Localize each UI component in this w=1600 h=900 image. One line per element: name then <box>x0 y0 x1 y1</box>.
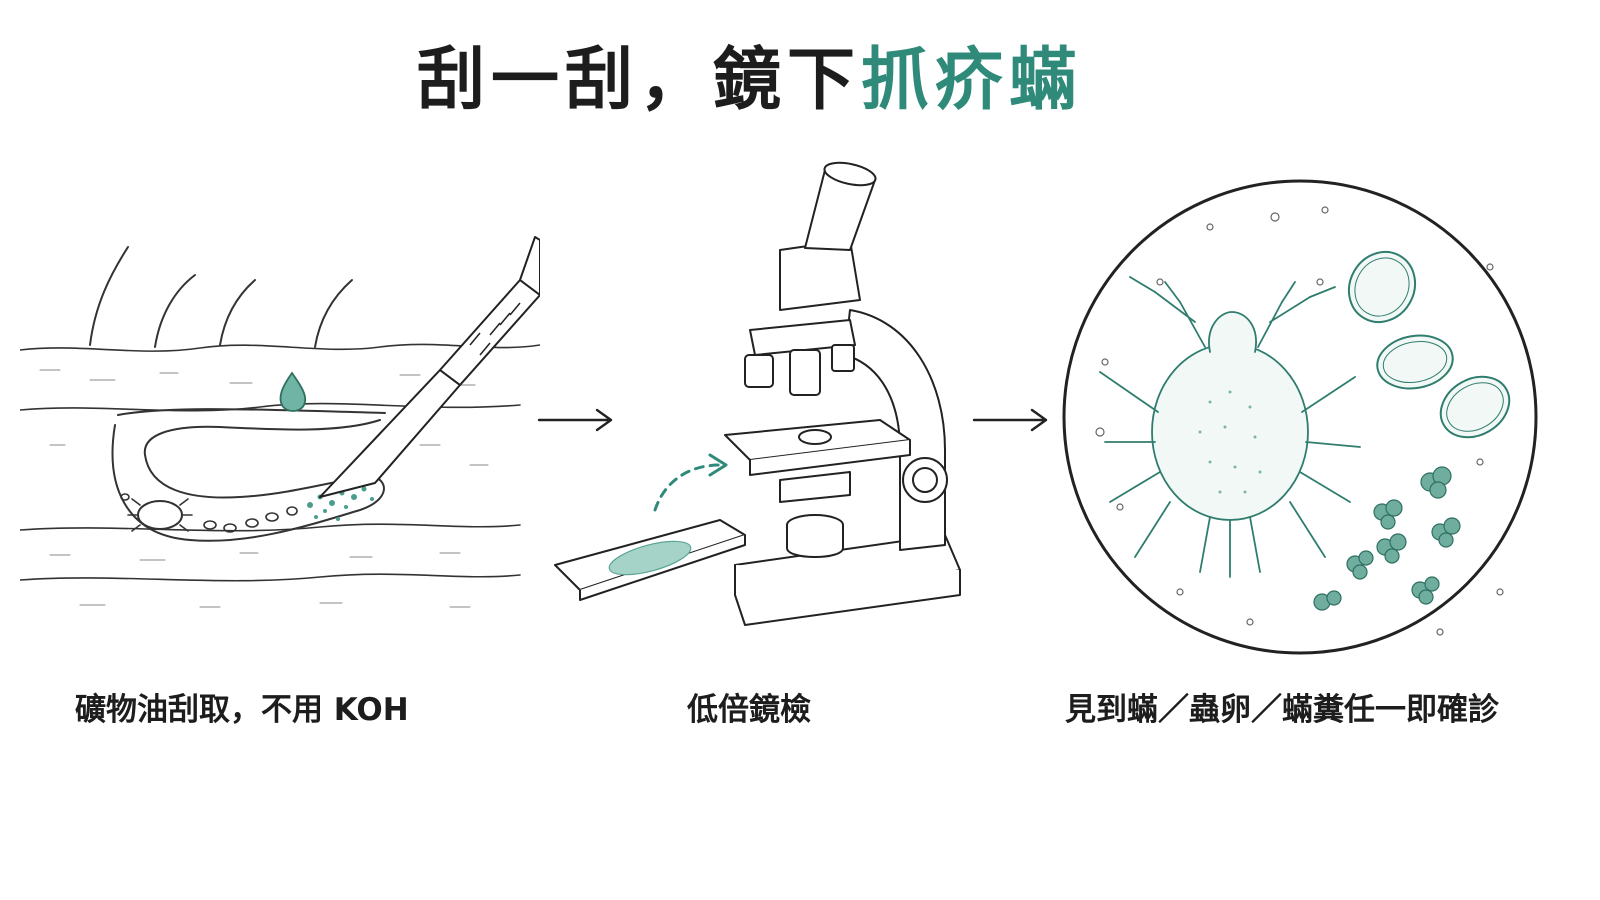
skin-surface-line <box>20 343 540 352</box>
hair-strand <box>89 246 129 346</box>
egg <box>286 506 298 516</box>
microscope-view-illustration <box>1062 179 1538 655</box>
egg <box>265 512 279 522</box>
mite-icon <box>1099 276 1361 578</box>
egg-icon <box>1347 250 1511 439</box>
microscope-illustration <box>554 161 961 626</box>
page-title: 刮一刮，鏡下抓疥蟎 <box>0 36 1500 126</box>
scalpel-icon <box>319 236 540 498</box>
egg <box>223 523 237 533</box>
objective-lens <box>831 344 855 372</box>
dashed-transfer-arrow <box>653 453 728 512</box>
arrow-right-icon <box>537 408 613 432</box>
objective-lens <box>744 354 774 388</box>
step-2-caption: 低倍鏡檢 <box>687 692 811 728</box>
step-1-caption: 礦物油刮取，不用 KOH <box>75 692 409 728</box>
mite-texture <box>1198 390 1262 494</box>
egg <box>203 520 217 530</box>
hair-strand <box>219 279 256 346</box>
step-3-caption: 見到蟎／蟲卵／蟎糞任一即確診 <box>1065 692 1499 728</box>
title-accent: 抓疥蟎 <box>861 41 1084 120</box>
objective-lens <box>789 349 821 396</box>
title-prefix: 刮一刮，鏡下 <box>416 41 861 120</box>
hair-strand <box>154 274 196 348</box>
egg <box>245 518 259 528</box>
oil-drop-icon <box>279 371 307 412</box>
eyepiece-icon <box>823 161 877 187</box>
egg <box>120 493 130 501</box>
burrow-tunnel <box>111 419 385 542</box>
arrow-right-icon <box>972 408 1048 432</box>
glass-slide-icon <box>554 519 746 601</box>
hair-strand <box>314 279 353 348</box>
skin-scraping-illustration <box>20 236 540 608</box>
feces-icon <box>1313 466 1461 611</box>
mite-small <box>137 500 183 530</box>
debris-specks <box>1095 206 1504 636</box>
